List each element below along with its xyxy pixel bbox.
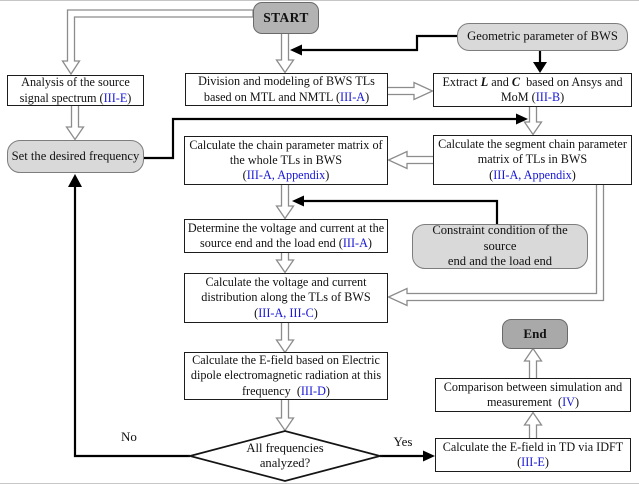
- section-ref: III-A: [340, 89, 366, 104]
- section-ref: III-A, Appendix: [246, 168, 326, 183]
- arrow-determine-to-distribution: [275, 249, 295, 274]
- determine-vi-node: Determine the voltage and current at the…: [184, 219, 388, 253]
- set-frequency-label: Set the desired frequency: [11, 148, 140, 163]
- head-geometric-to-startflow: [290, 44, 302, 56]
- line-constraint-to-determine: [304, 199, 499, 224]
- head-constraint-to-determine: [292, 195, 304, 207]
- line-geometric-to-startflow: [302, 34, 457, 52]
- section-ref: III-E: [103, 90, 128, 105]
- arrow-dipole-to-decision: [275, 397, 295, 432]
- section-ref: III-B: [535, 90, 561, 104]
- start-node: START: [253, 2, 319, 34]
- td-idft-label: Calculate the E-field in TD via IDFT(III…: [442, 439, 624, 469]
- line-decision-no-loop: [73, 187, 190, 458]
- arrow-segment-to-distribution: [386, 182, 605, 307]
- section-ref: III-A, Appendix: [493, 167, 572, 182]
- yes-edge-label: Yes: [393, 434, 413, 449]
- arrow-segment-to-chainwhole: [386, 150, 436, 170]
- arrow-start-to-analysis: [61, 9, 254, 76]
- determine-vi-label: Determine the voltage and current at the…: [187, 220, 385, 250]
- arrow-start-to-division: [275, 30, 295, 74]
- head-setfreq-to-segment: [516, 113, 528, 125]
- arrow-division-to-extract: [385, 81, 435, 101]
- geometric-parameter-node: Geometric parameter of BWS: [457, 23, 628, 51]
- section-ref: IV: [562, 395, 575, 409]
- arrow-distribution-to-dipole: [275, 320, 295, 354]
- decision-diamond: [186, 430, 384, 482]
- head-decision-no-loop: [68, 174, 82, 187]
- arrow-tdidft-to-comparison: [523, 411, 543, 441]
- matrix-L-symbol: L: [480, 74, 489, 89]
- end-label: End: [523, 325, 547, 341]
- section-ref: III-A, III-C: [258, 305, 314, 320]
- decision-label: All frequencies analyzed?: [246, 441, 324, 471]
- set-frequency-node: Set the desired frequency: [7, 140, 144, 173]
- arrow-extract-to-segment: [523, 104, 543, 136]
- no-edge-label: No: [121, 429, 137, 444]
- section-ref: III-A: [342, 236, 368, 250]
- end-node: End: [502, 319, 568, 349]
- start-label: START: [263, 9, 309, 25]
- section-ref: III-D: [300, 383, 326, 398]
- arrow-chainwhole-to-determine: [275, 182, 295, 220]
- geometric-parameter-label: Geometric parameter of BWS: [467, 29, 618, 44]
- td-idft-node: Calculate the E-field in TD via IDFT(III…: [435, 438, 631, 472]
- head-geometric-to-extract: [533, 62, 547, 73]
- matrix-C-symbol: C: [511, 74, 520, 89]
- line-setfreq-to-segment: [144, 117, 517, 160]
- section-ref: III-E: [521, 455, 545, 469]
- arrow-analysis-to-setfreq: [65, 103, 85, 141]
- head-decision-yes: [423, 450, 435, 462]
- arrow-comparison-to-end: [523, 347, 543, 381]
